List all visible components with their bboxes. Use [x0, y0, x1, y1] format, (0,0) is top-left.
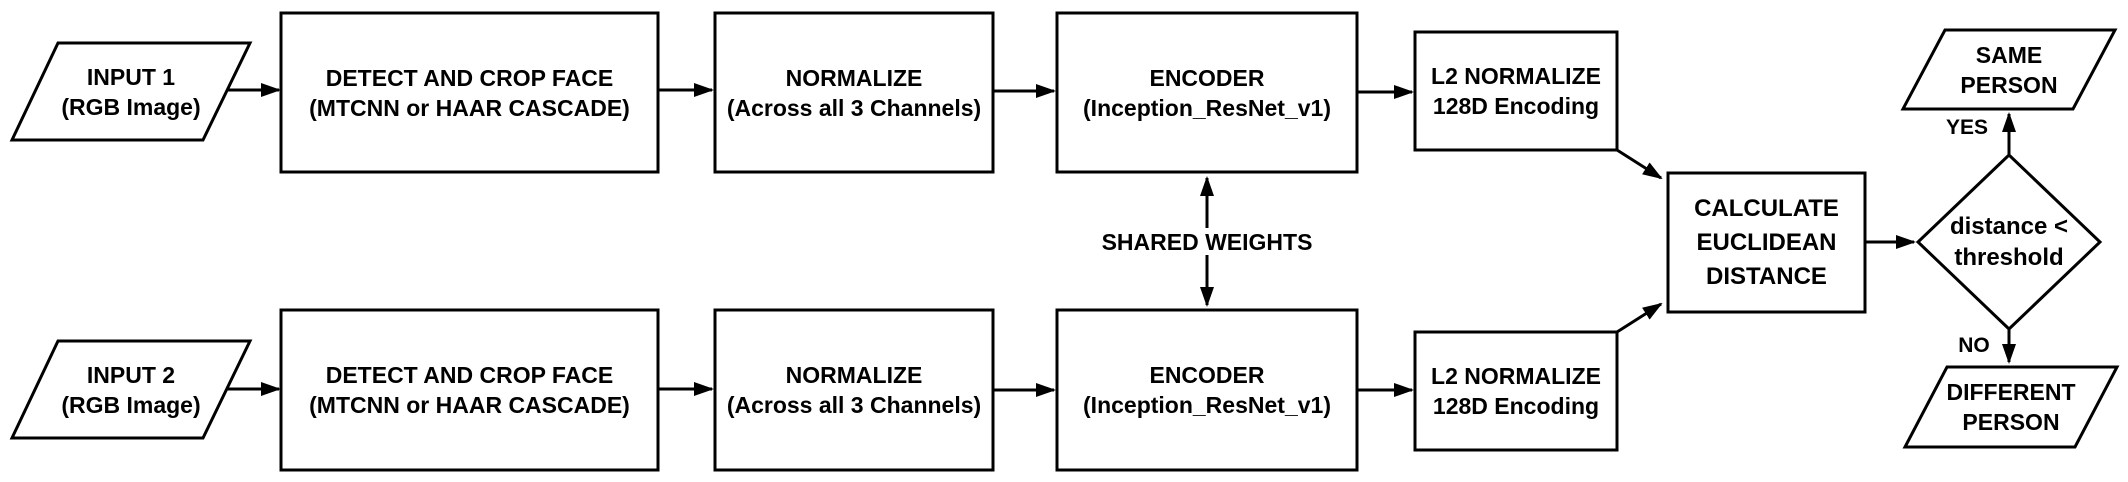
encoder1-shape	[1055, 11, 1359, 174]
l2norm1-shape	[1413, 30, 1619, 152]
input2-shape	[9, 339, 253, 440]
input1-shape	[9, 41, 253, 142]
detect2-shape	[279, 308, 660, 472]
decision-diamond-shape	[1915, 152, 2103, 332]
normalize2-shape	[713, 308, 995, 472]
same-person-shape	[1900, 28, 2118, 111]
normalize1-shape	[713, 11, 995, 174]
different-person-shape	[1902, 365, 2120, 449]
detect1-shape	[279, 11, 660, 174]
arrow-l2norm2-to-calculate	[1616, 302, 1663, 334]
l2norm2-shape	[1413, 330, 1619, 452]
arrow-l2norm1-to-calculate	[1616, 148, 1663, 180]
encoder2-shape	[1055, 308, 1359, 472]
calculate-shape	[1666, 171, 1867, 314]
